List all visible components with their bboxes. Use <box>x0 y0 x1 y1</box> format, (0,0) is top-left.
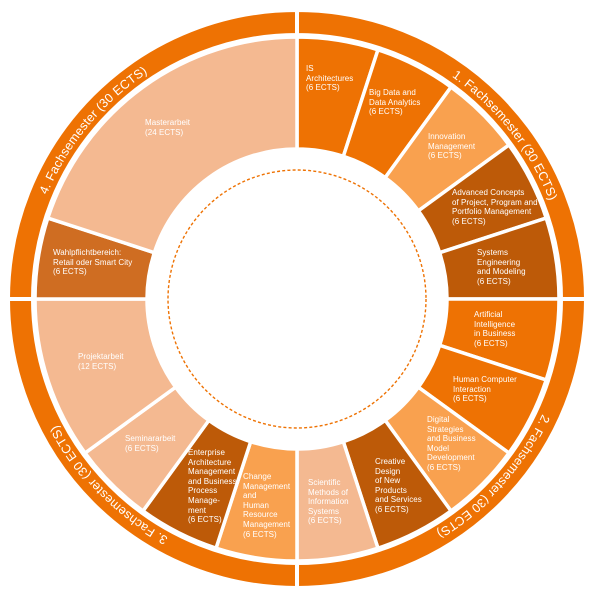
module-label-enterprise-architecture: Enterprise Architecture Management and B… <box>188 448 237 525</box>
module-label-innovation-management: Innovation Management (6 ECTS) <box>428 132 476 161</box>
module-label-projektarbeit: Projektarbeit (12 ECTS) <box>78 352 124 371</box>
module-label-scientific-methods: Scientific Methods of Information System… <box>308 478 349 526</box>
module-label-creative-design: Creative Design of New Products and Serv… <box>375 457 422 514</box>
dashed-center-circle <box>167 169 427 429</box>
module-label-big-data: Big Data and Data Analytics (6 ECTS) <box>369 88 421 117</box>
module-label-seminararbeit: Seminararbeit (6 ECTS) <box>125 434 176 453</box>
module-label-digital-strategies: Digital Strategies and Business Model De… <box>427 415 476 472</box>
module-label-systems-engineering: Systems Engineering and Modeling (6 ECTS… <box>477 248 526 286</box>
semester-ring <box>5 7 589 591</box>
module-label-artificial-intelligence: Artificial Intelligence in Business (6 E… <box>474 310 516 348</box>
module-label-masterarbeit: Masterarbeit (24 ECTS) <box>145 118 191 137</box>
module-label-advanced-concepts: Advanced Concepts of Project, Program an… <box>452 188 538 226</box>
module-segments <box>33 35 561 563</box>
module-label-is-architectures: IS Architectures (6 ECTS) <box>306 64 354 93</box>
module-label-change-management: Change Management and Human Resource Man… <box>243 472 291 539</box>
semester-ring-segment-4 <box>5 7 299 301</box>
module-segment-15 <box>45 35 299 255</box>
module-label-wahlpflichtbereich: Wahlpflichtbereich: Retail oder Smart Ci… <box>53 248 133 277</box>
module-label-human-computer-interaction: Human Computer Interaction (6 ECTS) <box>453 375 517 404</box>
